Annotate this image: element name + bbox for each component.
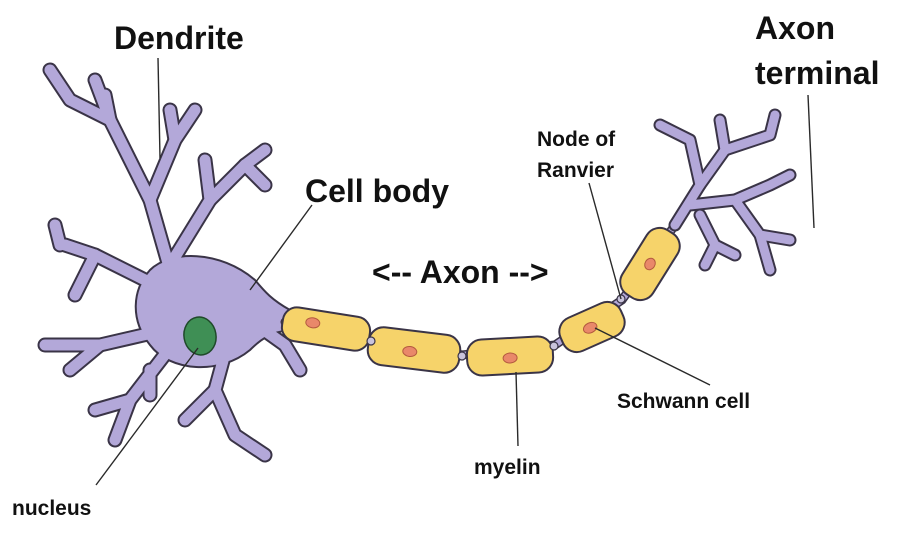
nucleus-shape (183, 316, 217, 356)
myelin-segment-2 (366, 326, 462, 374)
cell-body-leader (249, 204, 313, 291)
nucleus-leader (95, 347, 199, 486)
myelin-segment-4 (558, 300, 626, 354)
label-axon: <-- Axon --> (372, 254, 549, 290)
myelin-segment-5 (619, 226, 681, 302)
myelin-segment-3 (465, 335, 555, 377)
node-of-ranvier-leader (588, 182, 622, 300)
label-node-of-ranvier-line1: Node of (537, 128, 616, 151)
label-axon-terminal-line1: Axon (755, 10, 835, 46)
label-cell-body: Cell body (305, 173, 449, 209)
axon-terminal-fill (655, 110, 795, 275)
label-axon-terminal-line2: terminal (755, 55, 879, 91)
label-nucleus: nucleus (12, 497, 91, 520)
dendrite-leader (157, 57, 161, 159)
label-dendrite: Dendrite (114, 20, 244, 56)
node-of-ranvier-2 (457, 351, 467, 361)
label-node-of-ranvier-line2: Ranvier (537, 159, 614, 182)
node-of-ranvier-3 (549, 341, 559, 351)
schwann-cell-leader (594, 327, 711, 386)
label-myelin: myelin (474, 456, 541, 479)
node-of-ranvier-1 (366, 336, 376, 346)
axon-terminal-leader (807, 94, 815, 229)
cell-body-fill (141, 262, 288, 363)
label-schwann-cell: Schwann cell (617, 390, 750, 413)
dendrites-fill (39, 64, 306, 461)
myelin-leader (515, 371, 519, 447)
